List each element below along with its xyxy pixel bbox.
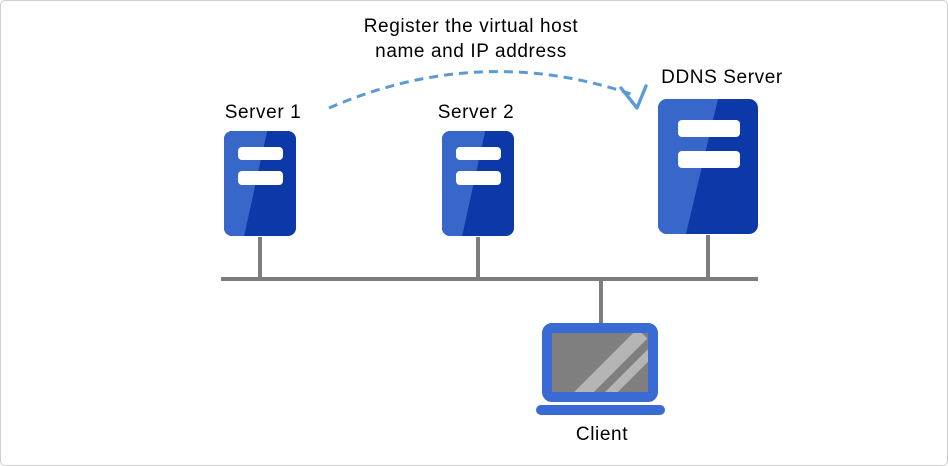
ddns-server-label: DDNS Server: [661, 67, 783, 88]
server-slot-bar: [456, 171, 502, 185]
ddns-server-icon: [658, 99, 758, 234]
server-icon: [442, 131, 514, 236]
client-label: Client: [575, 424, 629, 445]
annotation-text: Register the virtual host name and IP ad…: [291, 14, 651, 64]
server1-label: Server 1: [224, 102, 302, 123]
server-slot-bar: [456, 147, 502, 161]
arrowhead-icon: [619, 84, 648, 110]
annotation-line-2: name and IP address: [375, 41, 567, 62]
annotation-line-1: Register the virtual host: [363, 16, 579, 37]
server2-label: Server 2: [437, 102, 515, 123]
laptop-icon: [542, 323, 658, 402]
laptop-base: [536, 405, 665, 415]
server-slot-bar: [238, 147, 284, 161]
server-slot-bar: [678, 150, 740, 168]
server-slot-bar: [678, 119, 740, 137]
server-slot-bar: [238, 171, 284, 185]
server-icon: [224, 131, 296, 236]
dashed-curved-arrow-icon: [328, 70, 632, 110]
